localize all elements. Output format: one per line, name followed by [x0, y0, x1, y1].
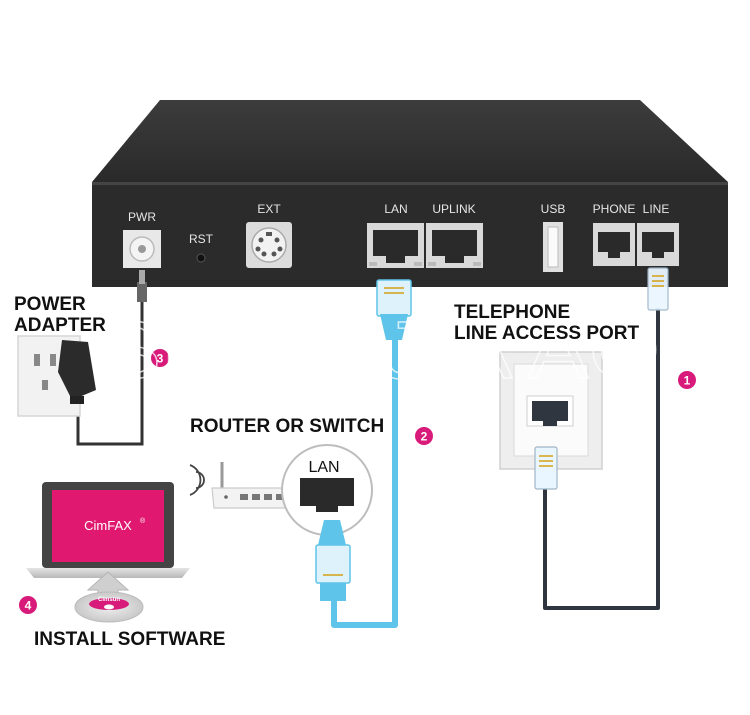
ext-port [246, 222, 292, 268]
ext-port-label: EXT [257, 202, 281, 216]
step-4-badge [19, 596, 37, 614]
step-1-number: 1 [684, 374, 691, 388]
telephone-line-label-line1: TELEPHONE [454, 302, 571, 323]
phone-line-cable [543, 308, 660, 610]
telephone-line-label-line2: LINE ACCESS PORT [454, 323, 640, 344]
power-cable [76, 270, 147, 446]
router-label: ROUTER OR SWITCH [190, 416, 385, 437]
uplink-port [426, 223, 483, 268]
lan-cable [331, 335, 398, 628]
lan-port-label: LAN [384, 202, 407, 216]
step-1-badge [678, 371, 696, 389]
telephone-line-label: TELEPHONE LINE ACCESS PORT [454, 302, 639, 344]
power-adapter-label-line2: ADAPTER [14, 315, 106, 336]
step-3-badge [151, 349, 169, 367]
rj11-plug-device [647, 267, 669, 311]
uplink-port-label: UPLINK [432, 202, 475, 216]
step-4-number: 4 [25, 599, 32, 613]
power-adapter-label-line1: POWER [14, 294, 86, 315]
rst-button [196, 253, 206, 263]
router-lan-label: LAN [308, 459, 339, 476]
install-software-label: INSTALL SOFTWARE [34, 629, 226, 650]
phone-port [593, 223, 635, 266]
power-adapter [58, 340, 96, 404]
pwr-port-label: PWR [128, 210, 156, 224]
line-port-label: LINE [643, 202, 670, 216]
cd-label: Cimsun [98, 597, 120, 603]
watermark: SHEN JIA AO [100, 305, 660, 396]
lan-port [367, 223, 424, 268]
software-cd [74, 591, 144, 623]
rst-port-label: RST [189, 232, 214, 246]
usb-port [543, 222, 563, 272]
step-2-badge [415, 427, 433, 445]
laptop [26, 482, 190, 578]
router-lan-zoom [281, 444, 373, 536]
step-3-number: 3 [157, 352, 164, 366]
laptop-screen-text: CimFAX [84, 518, 132, 533]
telephone-wall-socket [499, 351, 603, 470]
rj45-plug-device [376, 279, 412, 340]
phone-port-label: PHONE [593, 202, 636, 216]
line-port [637, 223, 679, 266]
laptop-screen-mark: ® [140, 517, 146, 525]
step-2-number: 2 [421, 430, 428, 444]
usb-port-label: USB [541, 202, 566, 216]
rj11-plug-wall [534, 446, 558, 490]
rj45-plug-router [315, 520, 351, 601]
power-adapter-label: POWER ADAPTER [14, 294, 106, 336]
pwr-jack [123, 230, 161, 268]
